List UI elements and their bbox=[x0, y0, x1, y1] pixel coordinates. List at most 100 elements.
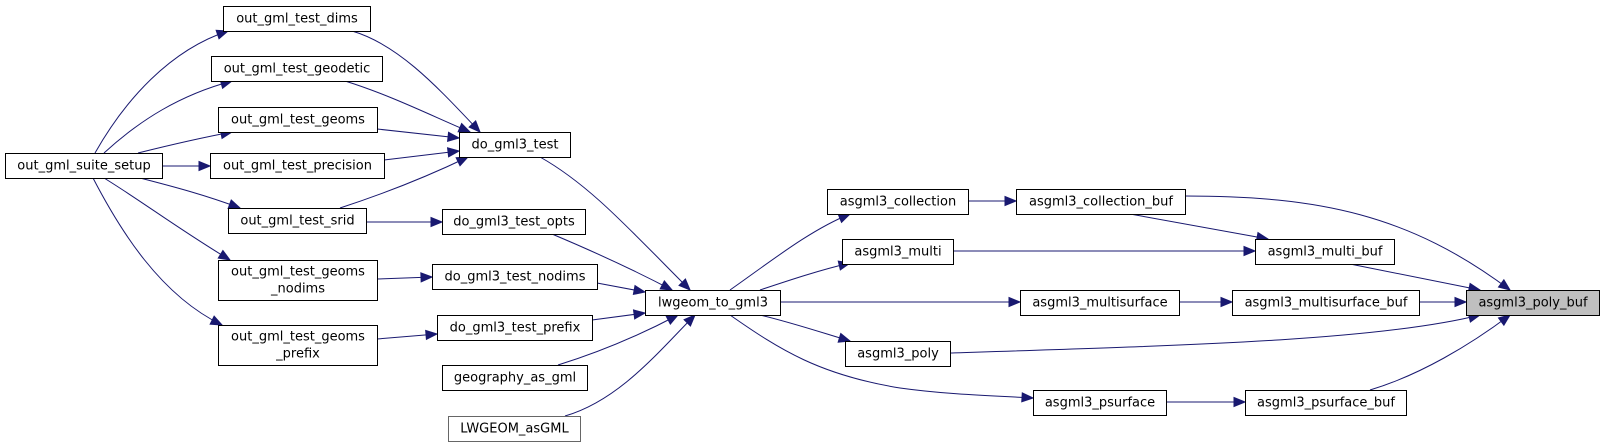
edge-asgml3_collection-to-asgml3_collection_buf bbox=[968, 195, 1018, 207]
node-box[interactable] bbox=[845, 341, 951, 367]
node-box[interactable] bbox=[228, 208, 367, 234]
node-asgml3-multisurface[interactable]: asgml3_multisurface bbox=[1020, 290, 1180, 316]
arrowhead-icon bbox=[678, 278, 691, 291]
node-label: out_gml_test_geoms bbox=[231, 330, 365, 345]
edge-out_gml_test_geoms_prefix-to-do_gml3_test_prefix bbox=[376, 329, 439, 341]
node-box[interactable] bbox=[432, 264, 598, 290]
arrowhead-icon bbox=[1021, 392, 1035, 403]
node-asgml3-multisurface-buf[interactable]: asgml3_multisurface_buf bbox=[1232, 290, 1420, 316]
node-box[interactable] bbox=[218, 325, 378, 366]
edge-line bbox=[139, 177, 241, 209]
node-box[interactable] bbox=[211, 56, 383, 82]
arrowhead-icon bbox=[632, 309, 647, 320]
arrowhead-icon bbox=[215, 29, 230, 40]
node-out-gml-test-geoms-prefix[interactable]: out_gml_test_geoms_prefix bbox=[218, 325, 378, 366]
node-box[interactable] bbox=[645, 290, 781, 316]
edge-line bbox=[1184, 195, 1511, 291]
node-box[interactable] bbox=[1232, 290, 1420, 316]
node-out-gml-test-dims[interactable]: out_gml_test_dims bbox=[223, 6, 371, 32]
node-asgml3-multi[interactable]: asgml3_multi bbox=[842, 239, 954, 265]
node-box[interactable] bbox=[442, 365, 588, 391]
edge-out_gml_suite_setup-to-out_gml_test_geoms bbox=[137, 128, 234, 154]
edge-do_gml3_test_opts-to-lwgeom_to_gml3 bbox=[551, 233, 674, 291]
arrowhead-icon bbox=[1004, 195, 1018, 207]
edge-lwgeom_to_gml3-to-asgml3_psurface bbox=[729, 314, 1035, 403]
node-box[interactable] bbox=[1245, 390, 1407, 416]
arrowhead-icon bbox=[457, 122, 472, 133]
node-lwgeom-asgml[interactable]: LWGEOM_asGML bbox=[448, 416, 581, 442]
node-asgml3-multi-buf[interactable]: asgml3_multi_buf bbox=[1255, 239, 1395, 265]
node-box[interactable] bbox=[5, 153, 163, 179]
node-label: out_gml_suite_setup bbox=[17, 159, 150, 174]
node-label: LWGEOM_asGML bbox=[460, 422, 569, 437]
node-box[interactable] bbox=[1255, 239, 1395, 265]
node-box[interactable] bbox=[1466, 290, 1600, 316]
arrowhead-icon bbox=[468, 120, 481, 133]
edge-line bbox=[759, 314, 851, 342]
node-out-gml-test-precision[interactable]: out_gml_test_precision bbox=[210, 153, 385, 179]
node-box[interactable] bbox=[218, 260, 378, 301]
node-asgml3-psurface[interactable]: asgml3_psurface bbox=[1033, 390, 1167, 416]
edge-out_gml_suite_setup-to-out_gml_test_geoms_prefix bbox=[92, 177, 224, 326]
node-box[interactable] bbox=[218, 107, 378, 133]
node-do-gml3-test-nodims[interactable]: do_gml3_test_nodims bbox=[432, 264, 598, 290]
arrowhead-icon bbox=[1220, 296, 1234, 308]
node-do-gml3-test-opts[interactable]: do_gml3_test_opts bbox=[442, 209, 586, 235]
node-label: lwgeom_to_gml3 bbox=[658, 296, 768, 311]
node-do-gml3-test[interactable]: do_gml3_test bbox=[459, 132, 571, 158]
edge-asgml3_multisurface-to-asgml3_multisurface_buf bbox=[1179, 296, 1234, 308]
node-box[interactable] bbox=[437, 315, 593, 341]
node-box[interactable] bbox=[842, 239, 954, 265]
edge-do_gml3_test-to-lwgeom_to_gml3 bbox=[539, 156, 691, 291]
node-label: do_gml3_test_nodims bbox=[445, 270, 586, 285]
arrowhead-icon bbox=[227, 199, 242, 209]
edge-line bbox=[94, 30, 229, 154]
edge-out_gml_test_geoms_nodims-to-do_gml3_test_nodims bbox=[376, 272, 434, 283]
node-asgml3-collection[interactable]: asgml3_collection bbox=[827, 189, 969, 215]
node-box[interactable] bbox=[459, 132, 571, 158]
arrowhead-icon bbox=[1243, 245, 1257, 257]
node-box[interactable] bbox=[210, 153, 385, 179]
arrowhead-icon bbox=[430, 216, 444, 228]
node-out-gml-test-geoms-nodims[interactable]: out_gml_test_geoms_nodims bbox=[218, 260, 378, 301]
node-geography-as-gml[interactable]: geography_as_gml bbox=[442, 365, 588, 391]
node-label: asgml3_psurface bbox=[1045, 396, 1155, 411]
edge-line bbox=[376, 128, 460, 139]
node-label: out_gml_test_srid bbox=[240, 214, 354, 229]
node-box[interactable] bbox=[1020, 290, 1180, 316]
node-asgml3-poly-buf[interactable]: asgml3_poly_buf bbox=[1466, 290, 1600, 316]
edge-line bbox=[1129, 213, 1269, 240]
node-out-gml-suite-setup[interactable]: out_gml_suite_setup bbox=[5, 153, 163, 179]
edge-out_gml_suite_setup-to-out_gml_test_srid bbox=[139, 177, 242, 209]
node-asgml3-psurface-buf[interactable]: asgml3_psurface_buf bbox=[1245, 390, 1407, 416]
node-lwgeom-to-gml3[interactable]: lwgeom_to_gml3 bbox=[645, 290, 781, 316]
edge-out_gml_suite_setup-to-out_gml_test_geodetic bbox=[103, 78, 234, 154]
node-label: out_gml_test_geoms bbox=[231, 265, 365, 280]
node-box[interactable] bbox=[1033, 390, 1167, 416]
node-label: asgml3_collection bbox=[840, 195, 956, 210]
arrowhead-icon bbox=[665, 314, 680, 325]
node-out-gml-test-geoms[interactable]: out_gml_test_geoms bbox=[218, 107, 378, 133]
arrowhead-icon bbox=[446, 131, 461, 142]
edge-do_gml3_test_prefix-to-lwgeom_to_gml3 bbox=[591, 309, 647, 321]
node-out-gml-test-srid[interactable]: out_gml_test_srid bbox=[228, 208, 367, 234]
node-box[interactable] bbox=[442, 209, 586, 235]
edge-asgml3_multisurface_buf-to-asgml3_poly_buf bbox=[1419, 296, 1468, 308]
node-label: asgml3_multisurface_buf bbox=[1245, 296, 1408, 311]
edges-layer bbox=[92, 29, 1512, 417]
node-asgml3-poly[interactable]: asgml3_poly bbox=[845, 341, 951, 367]
node-out-gml-test-geodetic[interactable]: out_gml_test_geodetic bbox=[211, 56, 383, 82]
node-do-gml3-test-prefix[interactable]: do_gml3_test_prefix bbox=[437, 315, 593, 341]
node-box[interactable] bbox=[827, 189, 969, 215]
edge-line bbox=[103, 80, 233, 154]
arrowhead-icon bbox=[837, 332, 852, 343]
node-label: out_gml_test_geoms bbox=[231, 113, 365, 128]
node-label: asgml3_multi bbox=[854, 245, 941, 260]
node-asgml3-collection-buf[interactable]: asgml3_collection_buf bbox=[1016, 189, 1186, 215]
node-box[interactable] bbox=[448, 416, 581, 442]
node-box[interactable] bbox=[223, 6, 371, 32]
node-box[interactable] bbox=[1016, 189, 1186, 215]
node-label: do_gml3_test_prefix bbox=[450, 321, 581, 336]
node-label: asgml3_poly bbox=[857, 347, 939, 362]
edge-asgml3_poly-to-asgml3_poly_buf bbox=[949, 312, 1482, 354]
